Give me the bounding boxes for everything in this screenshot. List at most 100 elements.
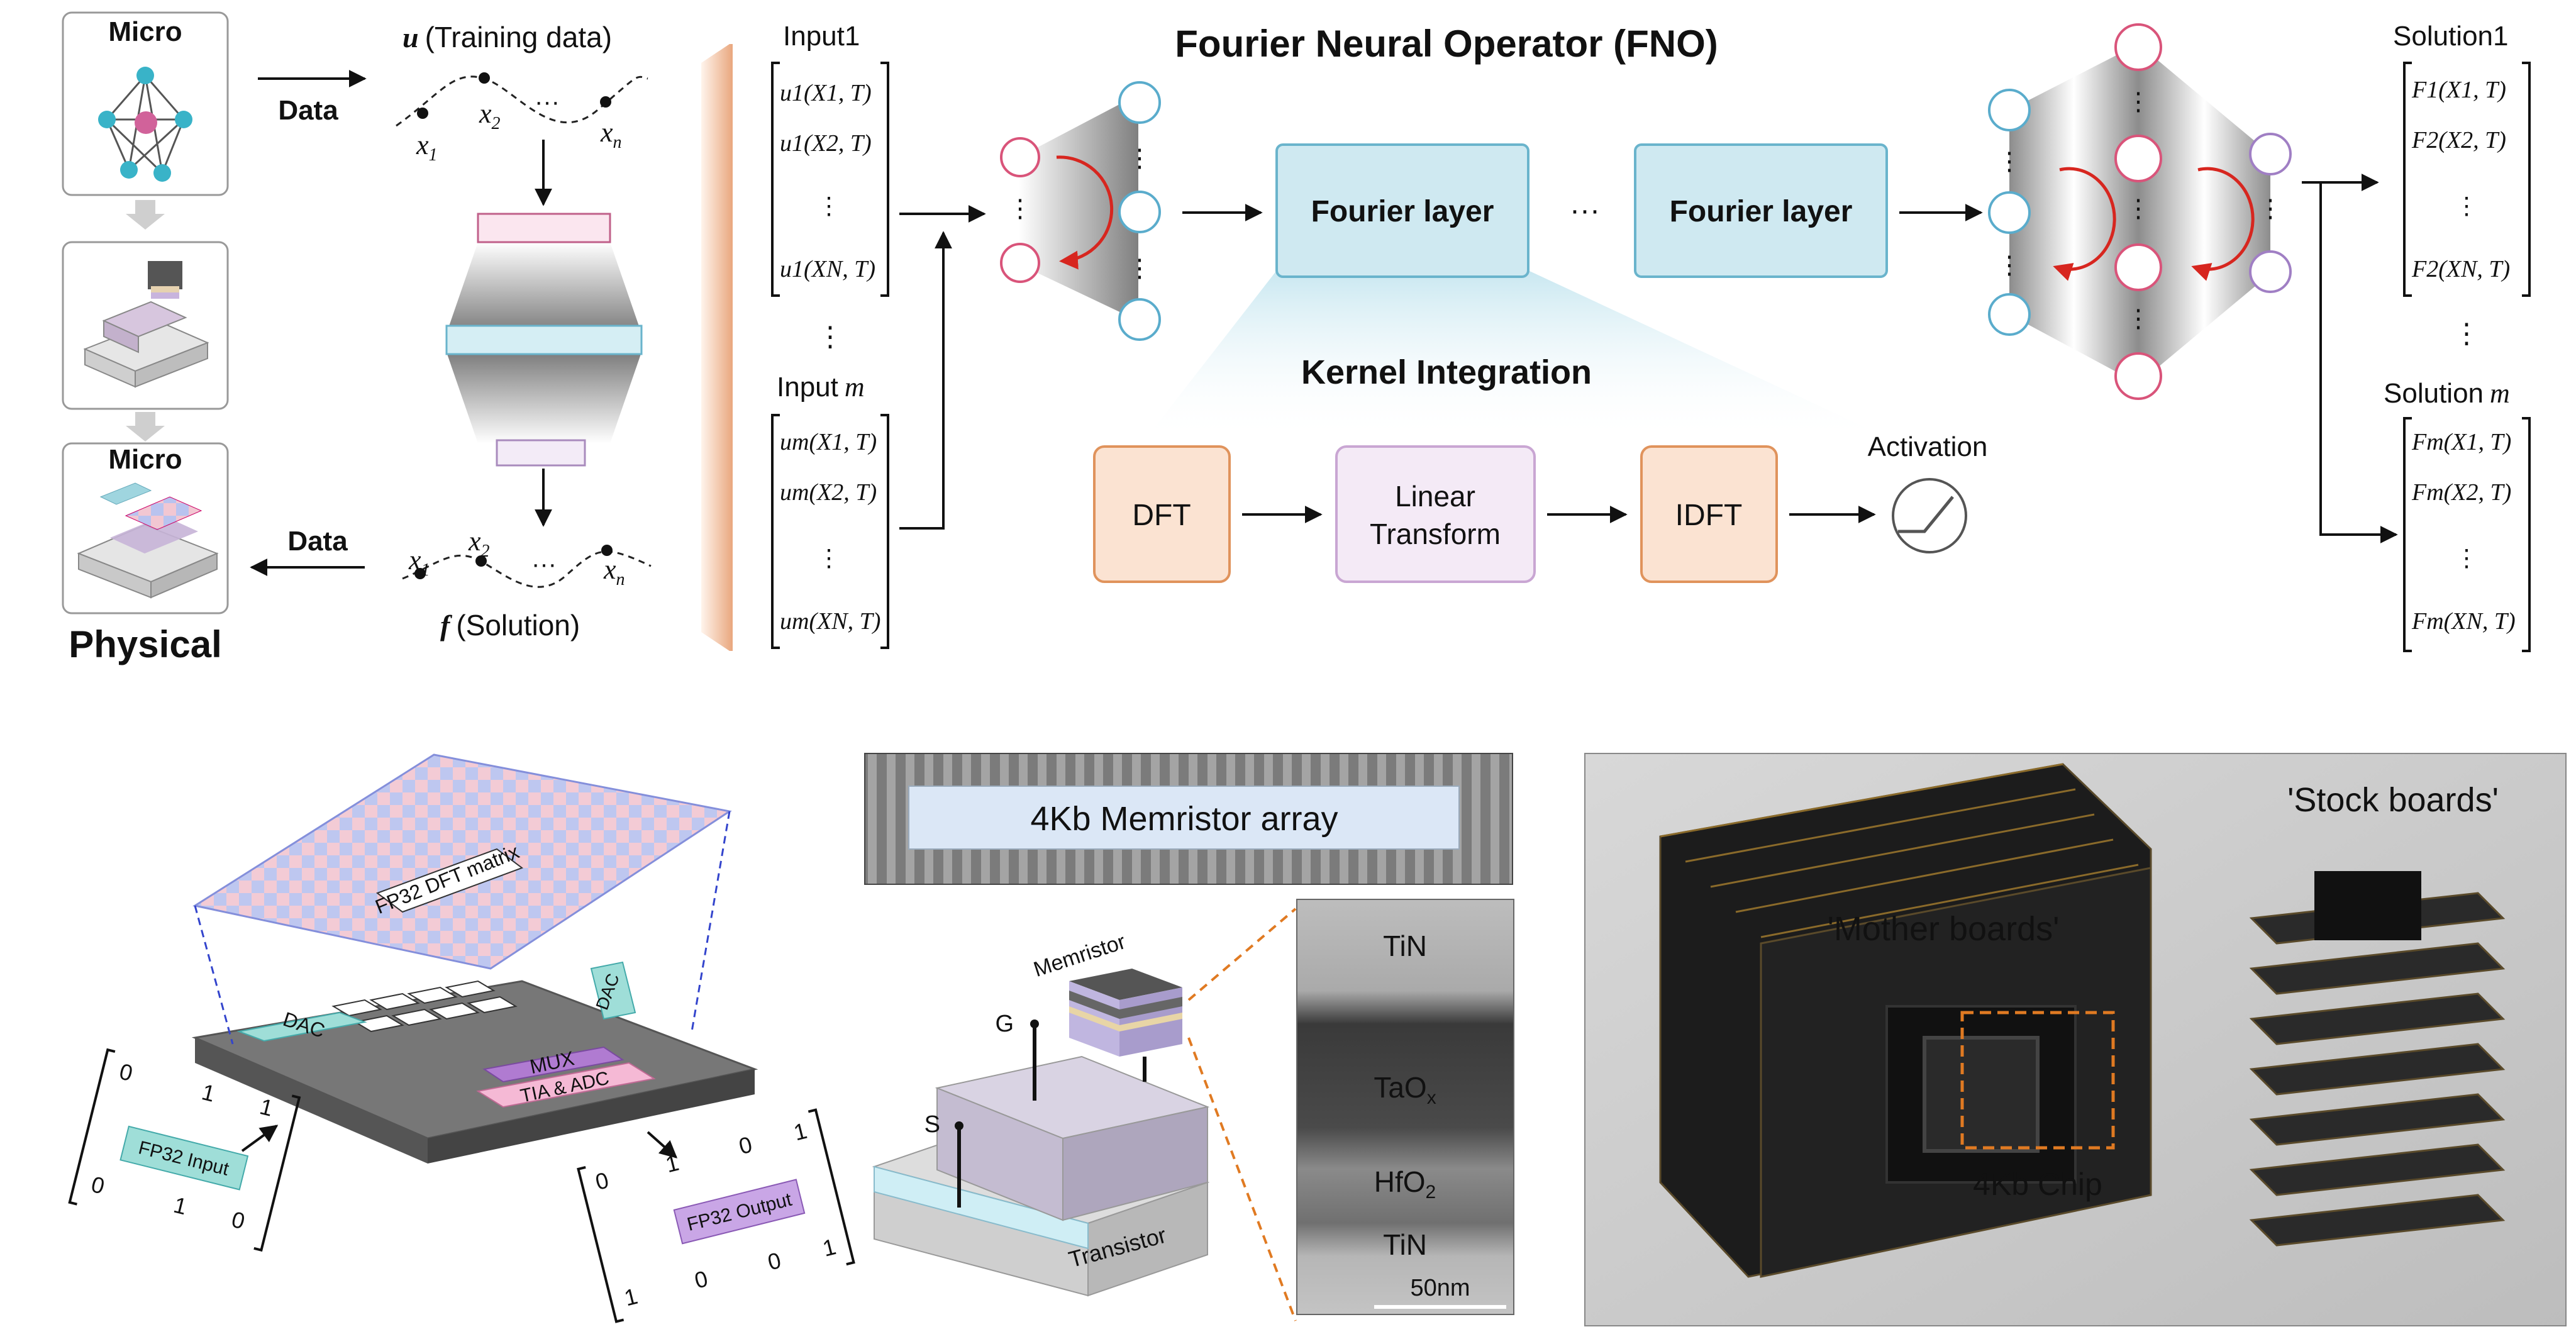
x2-label: x2 bbox=[479, 98, 501, 133]
chip-label: 4Kb Chip bbox=[1973, 1167, 2102, 1202]
s-label: S bbox=[924, 1111, 940, 1138]
svg-text:0: 0 bbox=[89, 1171, 107, 1199]
hfo2-label: HfO2 bbox=[1374, 1165, 1436, 1203]
solutionm-row: Fm(X1, T) bbox=[2411, 429, 2511, 455]
fp32-input-box bbox=[119, 1125, 249, 1191]
fourier-layer-box-2 bbox=[1634, 143, 1888, 278]
taox-label: TaOx bbox=[1374, 1071, 1436, 1108]
mother-boards-label: 'Mother boards' bbox=[1828, 910, 2060, 948]
physical-label: Physical bbox=[69, 623, 222, 665]
down-arrow-icon bbox=[126, 412, 165, 442]
svg-text:u(Training data): u(Training data) bbox=[402, 21, 612, 53]
solutionm-label: Solution bbox=[2384, 378, 2484, 409]
svg-text:1: 1 bbox=[199, 1079, 218, 1107]
inputm-row: ⋮ bbox=[817, 545, 841, 572]
svg-text:⋮: ⋮ bbox=[1997, 252, 2022, 279]
fourier-layer-2-label: Fourier layer bbox=[1670, 195, 1853, 228]
projection-input-node bbox=[1988, 191, 2031, 234]
solution-label: (Solution) bbox=[456, 609, 580, 642]
mux-block bbox=[482, 1046, 625, 1083]
physical-device-icon bbox=[77, 482, 219, 599]
f-symbol: f bbox=[440, 609, 453, 642]
xn-label-bottom: xn bbox=[603, 554, 625, 589]
latent-layer bbox=[445, 325, 643, 355]
decoder-bottom-layer bbox=[496, 439, 586, 467]
input1-row: ⋮ bbox=[817, 193, 841, 219]
dac-strip-2 bbox=[590, 961, 636, 1020]
inputm-arrow bbox=[899, 231, 952, 530]
projection-output-node bbox=[2249, 133, 2292, 175]
projection-input-node bbox=[1988, 89, 2031, 131]
svg-text:0: 0 bbox=[117, 1058, 135, 1087]
fp32-output-matrix: 0 1 0 1 1 0 0 1 FP32 Output bbox=[577, 1108, 855, 1323]
linear-label-1: Linear bbox=[1395, 480, 1475, 513]
idft-label: IDFT bbox=[1675, 499, 1743, 532]
lifting-network: ⋮ ⋮ ⋮ bbox=[1000, 81, 1161, 341]
svg-text:0: 0 bbox=[229, 1206, 247, 1235]
x2-label-bottom: x2 bbox=[468, 526, 490, 561]
inputs-vdots: ⋮ bbox=[816, 321, 844, 352]
chip-illustration: DAC DAC MUX TIA & ADC FP32 DFT matrix bbox=[191, 753, 758, 1164]
solution1-row: F2(X2, T) bbox=[2411, 127, 2506, 153]
svg-text:1: 1 bbox=[257, 1093, 275, 1121]
svg-text:⋮: ⋮ bbox=[1127, 255, 1152, 282]
circular-arrow-icon bbox=[2053, 167, 2116, 281]
fno-title: Fourier Neural Operator (FNO) bbox=[1175, 23, 1718, 65]
projection-output-node bbox=[2249, 250, 2292, 293]
solutionm-row: Fm(X2, T) bbox=[2411, 479, 2511, 506]
svg-text:1: 1 bbox=[622, 1283, 640, 1311]
zoom-wedge bbox=[701, 44, 733, 651]
svg-text:1: 1 bbox=[791, 1118, 809, 1146]
linear-transform-box bbox=[1335, 445, 1536, 583]
svg-text:1: 1 bbox=[663, 1150, 681, 1178]
inputm-row: um(XN, T) bbox=[780, 608, 880, 635]
projection-network: ⋮ ⋮ ⋮ ⋮ ⋮ ⋮ bbox=[1988, 23, 2292, 400]
solution-curve: x1 x2 ··· xn f(Solution) bbox=[402, 526, 652, 642]
between-dots: ··· bbox=[1570, 194, 1600, 227]
tem-image: TiN TaOx HfO2 TiN 50nm bbox=[1296, 899, 1514, 1315]
tia-adc-block bbox=[476, 1062, 656, 1108]
tin-bottom-label: TiN bbox=[1383, 1228, 1427, 1261]
chip-highlight-box bbox=[1960, 1011, 2115, 1150]
transistor-memristor-illustration: Transistor G S Memristor bbox=[872, 908, 1297, 1321]
input1-row: u1(X1, T) bbox=[780, 80, 872, 106]
solution1-row: F1(X1, T) bbox=[2411, 77, 2506, 103]
down-arrow-icon bbox=[126, 200, 165, 230]
micro2-label: Micro bbox=[108, 444, 182, 475]
dft-box bbox=[1093, 445, 1231, 583]
training-label: (Training data) bbox=[425, 21, 612, 53]
lifting-input-node bbox=[1000, 137, 1040, 177]
svg-text:0: 0 bbox=[692, 1265, 710, 1294]
solution1-label: Solution1 bbox=[2393, 21, 2508, 52]
x1-label: x1 bbox=[416, 130, 438, 165]
linear-label-2: Transform bbox=[1370, 518, 1501, 550]
fourier-layer-1-label: Fourier layer bbox=[1311, 195, 1494, 228]
idft-box bbox=[1640, 445, 1778, 583]
svg-text:⋮: ⋮ bbox=[2126, 88, 2151, 116]
svg-text:0: 0 bbox=[736, 1131, 755, 1160]
svg-text:f(Solution): f(Solution) bbox=[440, 609, 580, 642]
input1-row: u1(X2, T) bbox=[780, 130, 872, 157]
dft-label: DFT bbox=[1132, 499, 1191, 532]
solutionm-arrow bbox=[2319, 182, 2398, 543]
xn-label: xn bbox=[600, 117, 622, 152]
input1-vector: Input1 u1(X1, T) u1(X2, T) ⋮ u1(XN, T) bbox=[771, 21, 889, 297]
fp32-output-box bbox=[673, 1179, 806, 1245]
kernel-fan bbox=[1145, 270, 1893, 440]
kernel-integration-label: Kernel Integration bbox=[1301, 353, 1592, 391]
svg-text:0: 0 bbox=[593, 1167, 611, 1195]
hidden-node bbox=[2114, 243, 2162, 291]
stock-boards-label: 'Stock boards' bbox=[2287, 781, 2499, 819]
fourier-layer-box-1 bbox=[1275, 143, 1530, 278]
data-top-label: Data bbox=[278, 95, 338, 126]
svg-text:⋮: ⋮ bbox=[2258, 195, 2283, 223]
solutionm-row: Fm(XN, T) bbox=[2411, 608, 2516, 635]
svg-text:⋮: ⋮ bbox=[2126, 195, 2151, 223]
lifting-output-node bbox=[1118, 81, 1161, 124]
micro-label: Micro bbox=[108, 16, 182, 47]
svg-text:⋮: ⋮ bbox=[2126, 305, 2151, 333]
